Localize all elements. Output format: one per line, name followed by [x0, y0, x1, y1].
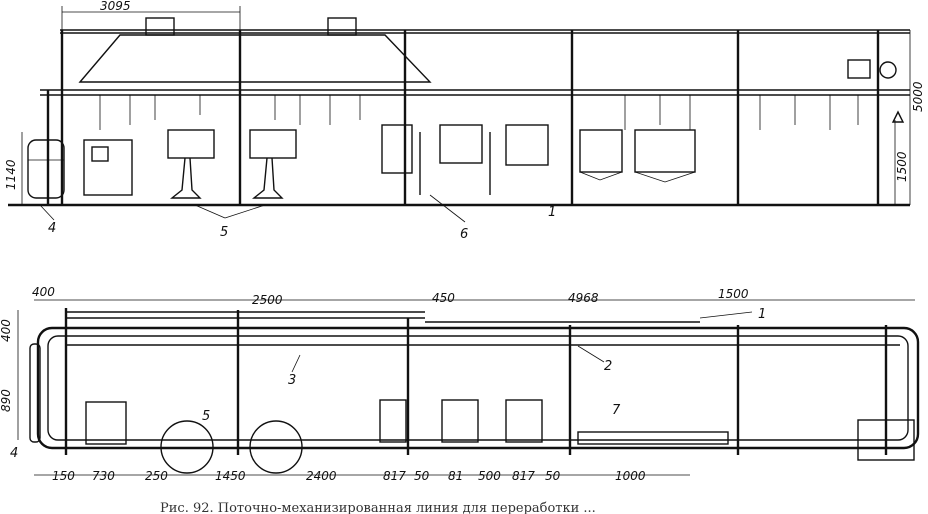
plan-callout-5: 5 — [202, 409, 210, 424]
plan-machine-3 — [505, 399, 543, 443]
trays — [579, 129, 696, 183]
dim-1500: 1500 — [718, 287, 749, 301]
dim-2500: 2500 — [252, 293, 283, 307]
hood-vent-1 — [145, 17, 175, 36]
dim-b-9: 817 — [512, 469, 535, 483]
dim-text-3095: 3095 — [100, 0, 131, 13]
stand-circle-2 — [249, 420, 303, 474]
elevation-view: 3095 1140 1500 5000 4 5 6 1 — [4, 0, 925, 242]
dim-400-v: 400 — [0, 319, 13, 342]
dim-b-11: 1000 — [615, 469, 646, 483]
plan-callout-1: 1 — [758, 307, 766, 322]
conveyor-outer — [36, 326, 920, 450]
dim-b-8: 500 — [478, 469, 501, 483]
plan-dims-left: 400 890 — [0, 310, 19, 440]
dim-b-1: 730 — [92, 469, 115, 483]
dim-b-6: 50 — [414, 469, 430, 483]
plan-callouts: 1 2 3 5 7 4 — [10, 307, 766, 461]
dim-3095: 3095 — [61, 0, 241, 30]
hanging-hooks — [99, 95, 859, 130]
plan-drive — [857, 419, 915, 461]
elevation-callouts: 4 5 6 1 — [39, 194, 556, 242]
hood-vent-2 — [327, 17, 357, 36]
plan-end-left — [29, 343, 41, 443]
callout-4: 4 — [48, 221, 56, 236]
dim-1140: 1140 — [4, 132, 23, 205]
plan-posts — [64, 308, 888, 455]
dim-text-1500: 1500 — [895, 151, 909, 182]
dim-b-2: 250 — [145, 469, 168, 483]
plan-callout-3: 3 — [288, 373, 296, 388]
plan-view: 400 2500 450 4968 1500 400 890 150 730 2… — [0, 285, 920, 483]
dim-right: 1500 5000 — [894, 30, 925, 205]
tank-4 — [27, 139, 133, 199]
machines-6 — [381, 124, 549, 195]
dim-450: 450 — [432, 291, 455, 305]
dim-b-0: 150 — [52, 469, 75, 483]
plan-dims-bottom: 150 730 250 1450 2400 817 50 81 500 817 … — [34, 469, 690, 483]
exhaust-hood — [78, 34, 432, 83]
dim-4968: 4968 — [568, 291, 599, 305]
plan-callout-4: 4 — [10, 446, 18, 461]
dim-b-3: 1450 — [215, 469, 246, 483]
plan-dims-top: 400 2500 450 4968 1500 — [32, 285, 915, 307]
dim-b-4: 2400 — [306, 469, 337, 483]
dim-b-10: 50 — [545, 469, 561, 483]
plan-tank — [85, 401, 127, 445]
dim-b-7: 81 — [448, 469, 463, 483]
plan-table-7 — [577, 431, 729, 445]
callout-6: 6 — [460, 227, 468, 242]
dim-text-5000: 5000 — [911, 81, 925, 112]
dim-400: 400 — [32, 285, 55, 299]
plan-callout-7: 7 — [612, 403, 621, 418]
columns — [46, 30, 880, 205]
dim-890-v: 890 — [0, 389, 13, 412]
dim-b-5: 817 — [383, 469, 406, 483]
stands-5 — [167, 129, 297, 199]
callout-5: 5 — [220, 225, 228, 240]
plan-callout-2: 2 — [604, 359, 612, 374]
drive-motor — [847, 59, 905, 123]
figure-caption: Рис. 92. Поточно-механизированная линия … — [160, 501, 596, 514]
plan-machine-1 — [379, 399, 407, 443]
callout-1: 1 — [548, 205, 556, 220]
stand-circle-1 — [160, 420, 214, 474]
dim-text-1140: 1140 — [4, 159, 18, 190]
plan-machine-2 — [441, 399, 479, 443]
